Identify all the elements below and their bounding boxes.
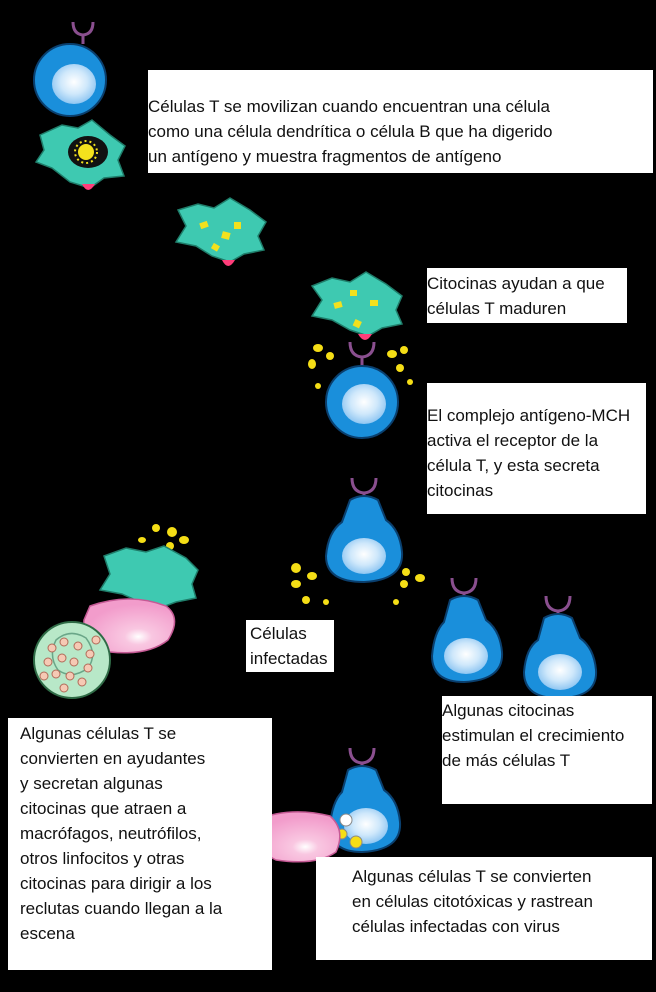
cytokine-icon [308,344,413,389]
dendritic-cell-icon [310,271,404,340]
cytokine-icon [291,563,425,605]
receptor-icon [71,21,95,44]
t-cell-icon [324,477,404,584]
t-cell-icon [328,747,402,854]
step2-label: Citocinas ayudan a que células T maduren [427,268,627,323]
dendritic-cell-icon [174,197,267,266]
t-cell-icon [325,341,399,439]
dendritic-cell-icon [98,545,199,609]
t-cell-icon [33,21,107,117]
t-cell-icon [430,577,504,684]
cytotoxic-label: Algunas células T se convierten en célul… [316,857,652,960]
macrophage-icon [33,621,111,699]
growth-label: Algunas citocinas estimulan el crecimien… [442,696,652,804]
dendritic-cell-icon [34,119,126,190]
step3-label: El complejo antígeno-MCH activa el recep… [427,383,646,514]
infected-label: Células infectadas [246,620,334,672]
helpers-label: Algunas células T se convierten en ayuda… [8,718,272,970]
t-cell-icon [522,595,598,700]
step1-label: Células T se movilizan cuando encuentran… [148,70,653,173]
